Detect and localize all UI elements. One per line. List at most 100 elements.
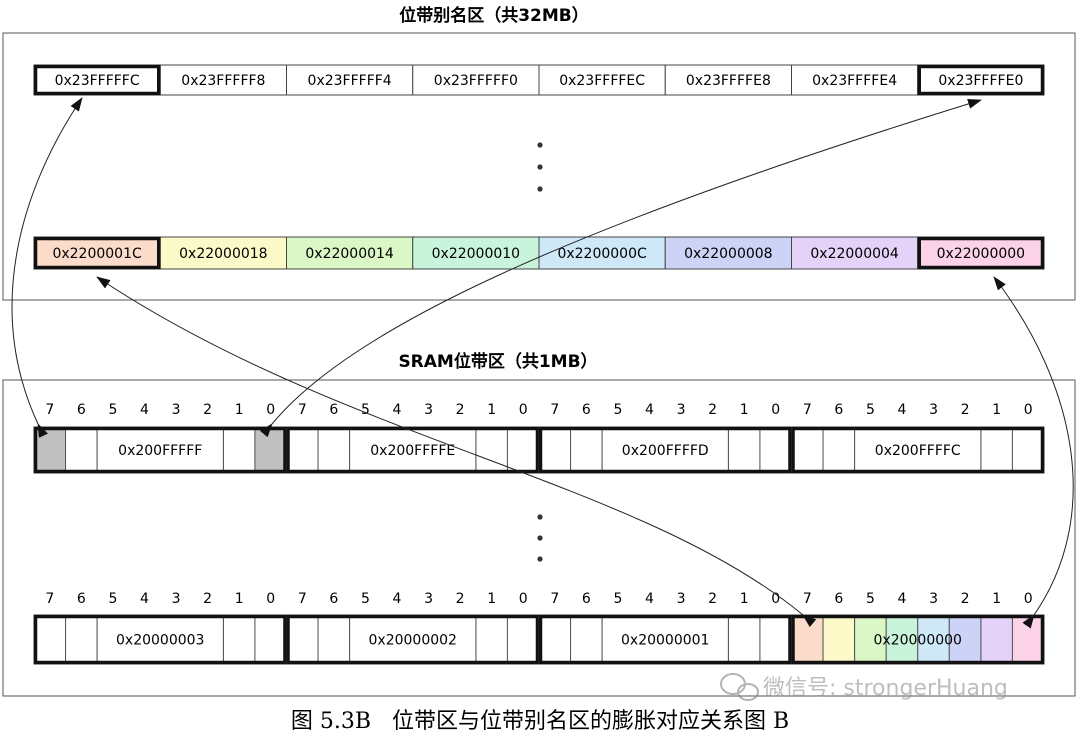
alias-cell-label: 0x2200001C [52, 246, 142, 262]
bit-label: 5 [361, 591, 370, 607]
ellipsis-dot [537, 186, 543, 192]
bit-cell [506, 426, 540, 474]
bit-cell [791, 426, 824, 474]
bit-label: 1 [487, 591, 496, 607]
bit-label: 1 [992, 402, 1001, 418]
bit-label: 6 [582, 591, 591, 607]
bit-label: 3 [677, 402, 686, 418]
figure-caption: 图 5.3B 位带区与位带别名区的膨胀对应关系图 B [291, 709, 789, 734]
bit-label: 4 [393, 402, 402, 418]
bit-label: 6 [834, 591, 843, 607]
bit-label: 4 [645, 402, 654, 418]
byte-address-label: 0x20000002 [369, 633, 457, 649]
byte-address-label: 0x200FFFFD [622, 443, 709, 459]
alias-cell-emphasis [917, 64, 1045, 96]
bit-cell [759, 426, 792, 474]
byte-frame [791, 614, 1045, 665]
bit-label: 3 [172, 402, 181, 418]
bit-cell [317, 426, 351, 474]
ellipsis-dot [537, 514, 543, 520]
bit-cell [570, 614, 603, 665]
bit-label: 0 [266, 402, 275, 418]
bit-label: 4 [898, 591, 907, 607]
alias-cell-label: 0x22000010 [432, 246, 520, 262]
bit-cell [727, 426, 761, 474]
alias-cell-label: 0x22000008 [684, 246, 772, 262]
bit-label: 0 [1024, 591, 1033, 607]
bit-label: 2 [456, 591, 465, 607]
wechat-icon [720, 673, 759, 701]
arrow-bit7-200FFFFF-to-23FFFFFC [11, 97, 83, 438]
bit-label: 1 [740, 402, 749, 418]
bit-cell [65, 426, 98, 474]
bit-cell [475, 614, 508, 665]
bit-label: 7 [803, 591, 812, 607]
bit-label: 3 [172, 591, 181, 607]
alias-cell-label: 0x23FFFFF8 [181, 73, 265, 89]
bit-cell [254, 614, 287, 665]
bit-label: 7 [298, 591, 307, 607]
ellipsis-dot [537, 556, 543, 562]
bit-label: 4 [645, 591, 654, 607]
bit-label: 2 [203, 591, 212, 607]
bit-label: 3 [929, 591, 938, 607]
alias-cell-emphasis [33, 64, 161, 96]
alias-cell-0x23FFFFF8 [159, 64, 287, 96]
alias-cell-label: 0x22000000 [937, 246, 1025, 262]
ellipsis-dot [537, 535, 543, 541]
alias-cell-label: 0x22000018 [179, 246, 267, 262]
bit-cell [33, 426, 67, 474]
ellipsis-dot [537, 164, 543, 170]
bit-cell [475, 426, 508, 474]
bit-cell [254, 426, 287, 474]
bit-label: 4 [140, 402, 149, 418]
bit-label: 1 [992, 591, 1001, 607]
bit-label: 3 [929, 402, 938, 418]
bit-label: 7 [550, 591, 559, 607]
byte-address-label: 0x200FFFFC [875, 443, 961, 459]
bit-label: 0 [771, 591, 780, 607]
alias-cell-label: 0x23FFFFE8 [686, 73, 771, 89]
bit-label: 2 [961, 402, 970, 418]
bit-cell [727, 614, 761, 665]
alias-cell-label: 0x23FFFFFC [55, 73, 140, 89]
alias-ellipsis [537, 142, 543, 192]
bit-label: 3 [424, 402, 433, 418]
bit-cell [980, 426, 1013, 474]
bit-cell [822, 426, 856, 474]
bit-label: 7 [298, 402, 307, 418]
bit-cell [33, 614, 67, 665]
bit-cell [222, 614, 256, 665]
bit-label: 1 [235, 591, 244, 607]
bit-label: 6 [329, 591, 338, 607]
sram-ellipsis [537, 514, 543, 562]
alias-cell-label: 0x23FFFFF0 [434, 73, 518, 89]
bit-cell [286, 614, 319, 665]
bit-label: 7 [45, 402, 54, 418]
alias-cell-label: 0x23FFFFE0 [938, 73, 1023, 89]
bit-label: 4 [393, 591, 402, 607]
bit-label: 2 [708, 402, 717, 418]
bit-label: 1 [235, 402, 244, 418]
bit-label: 2 [961, 591, 970, 607]
bit-cell [1011, 426, 1045, 474]
bit-cell [1011, 614, 1045, 665]
bit-label: 6 [77, 402, 86, 418]
bit-label: 2 [203, 402, 212, 418]
bit-label: 7 [550, 402, 559, 418]
bit-label: 4 [898, 402, 907, 418]
bit-cell [759, 614, 792, 665]
arrow-bit0-20000000-to-22000000 [993, 276, 1074, 629]
alias-cell-label: 0x2200000C [557, 246, 647, 262]
bit-cell [980, 614, 1013, 665]
bit-label: 0 [771, 402, 780, 418]
alias-cell-label: 0x22000004 [810, 246, 899, 262]
bit-label: 5 [613, 402, 622, 418]
bit-label: 0 [519, 591, 528, 607]
